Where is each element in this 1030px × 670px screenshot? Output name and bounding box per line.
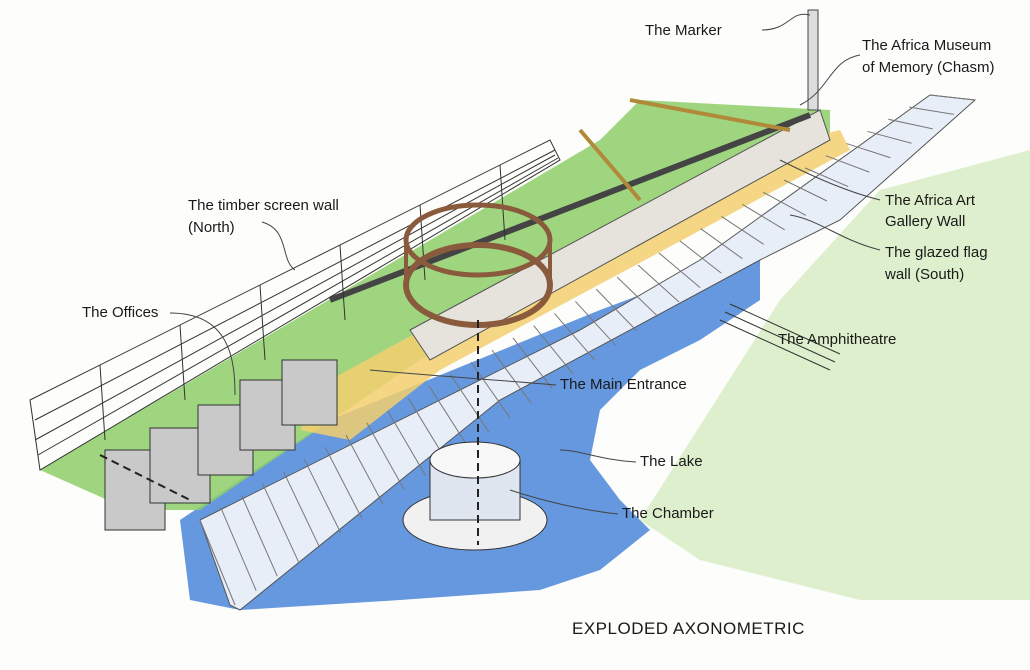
main-path — [300, 130, 850, 440]
glazed-wall-mullion — [888, 118, 933, 130]
glazed-wall-mullion — [575, 301, 616, 346]
glazed-wall-mullion — [491, 349, 532, 404]
glazed-wall-mullion — [825, 155, 870, 173]
glazed-wall-mullion — [804, 167, 849, 188]
glazed-wall-mullion — [387, 410, 426, 476]
label-glazed-1: The glazed flag — [885, 244, 988, 261]
glazed-wall-mullion — [679, 240, 722, 274]
diagram-title: EXPLODED AXONOMETRIC — [572, 619, 805, 638]
leader-lines — [169, 13, 881, 515]
offices-arrow — [99, 454, 191, 501]
label-amphitheatre: The Amphitheatre — [778, 331, 897, 348]
memory-ring-top — [403, 202, 553, 278]
marker-pole — [807, 9, 819, 111]
glazed-wall-mullion — [262, 483, 299, 562]
glazed-wall-mullion — [700, 228, 743, 260]
glazed-wall-mullion — [762, 191, 807, 216]
label-lake: The Lake — [640, 453, 703, 470]
glazed-wall-mullion — [220, 507, 257, 591]
label-chamber: The Chamber — [622, 505, 714, 522]
gallery-wall — [409, 109, 831, 361]
glazed-wall-mullion — [241, 495, 278, 577]
glazed-wall-mullion — [429, 386, 468, 447]
label-museum-1: The Africa Museum — [862, 37, 992, 54]
glazed-wall-mullion — [929, 94, 976, 101]
label-main-entrance: The Main Entrance — [560, 376, 687, 393]
glazed-wall-mullion — [282, 471, 321, 548]
glazed-wall-mullion — [909, 106, 954, 115]
glazed-wall-mullion — [533, 325, 574, 375]
label-marker: The Marker — [645, 22, 722, 39]
glazed-flag-wall — [199, 94, 977, 611]
glazed-wall-mullion — [345, 434, 384, 505]
label-gallery-2: Gallery Wall — [885, 213, 966, 230]
timber-beam — [578, 128, 642, 202]
glazed-wall-mullion — [658, 252, 701, 288]
label-glazed-2: wall (South) — [885, 266, 965, 283]
glazed-wall-mullion — [846, 143, 891, 159]
glazed-wall-mullion — [199, 519, 236, 606]
label-timber-1: The timber screen wall — [188, 197, 339, 214]
glazed-wall-mullion — [303, 459, 342, 534]
right-grass — [640, 150, 1030, 600]
timber-screen-wall — [29, 139, 561, 471]
glazed-wall-mullion — [554, 313, 595, 361]
label-gallery-1: The Africa Art — [885, 192, 976, 209]
glazed-wall-mullion — [721, 216, 764, 245]
chamber-top — [429, 441, 521, 479]
amphitheatre-steps — [719, 303, 841, 371]
glazed-wall-mullion — [470, 361, 511, 418]
glazed-wall-mullion — [449, 374, 490, 433]
label-timber-2: (North) — [188, 219, 235, 236]
glazed-wall-mullion — [616, 276, 659, 317]
glazed-wall-mullion — [512, 337, 553, 389]
label-museum-2: of Memory (Chasm) — [862, 59, 995, 76]
glazed-wall-mullion — [867, 130, 912, 144]
label-offices: The Offices — [82, 304, 159, 321]
glazed-wall-mullion — [783, 179, 828, 202]
timber-beam — [629, 98, 791, 132]
glazed-wall-mullion — [366, 422, 405, 490]
glazed-wall-mullion — [637, 264, 680, 303]
glazed-wall-mullion — [324, 446, 363, 519]
glazed-wall-mullion — [742, 203, 785, 231]
glazed-wall-mullion — [595, 288, 638, 332]
glazed-wall-mullions — [199, 94, 976, 606]
